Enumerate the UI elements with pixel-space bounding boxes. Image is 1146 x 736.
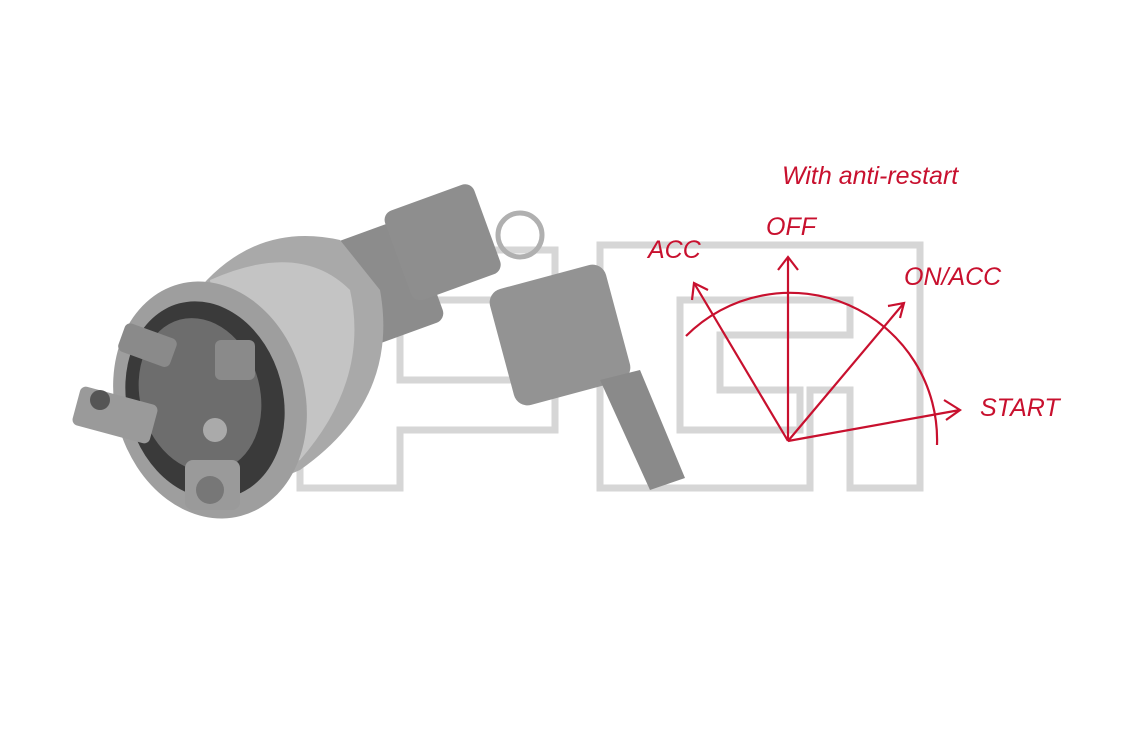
ignition-switch-illustration: [72, 184, 685, 519]
arrow-acc: [693, 282, 789, 442]
label-on-acc: ON/ACC: [904, 263, 1002, 291]
label-start: START: [980, 394, 1061, 422]
arrow-start: [787, 408, 961, 443]
switch-position-diagram: [685, 255, 962, 446]
label-acc: ACC: [646, 236, 702, 264]
arrow-on-acc: [787, 302, 905, 442]
diagram-title: With anti-restart: [782, 162, 959, 190]
rotation-arc: [685, 291, 939, 446]
label-off: OFF: [766, 213, 818, 241]
